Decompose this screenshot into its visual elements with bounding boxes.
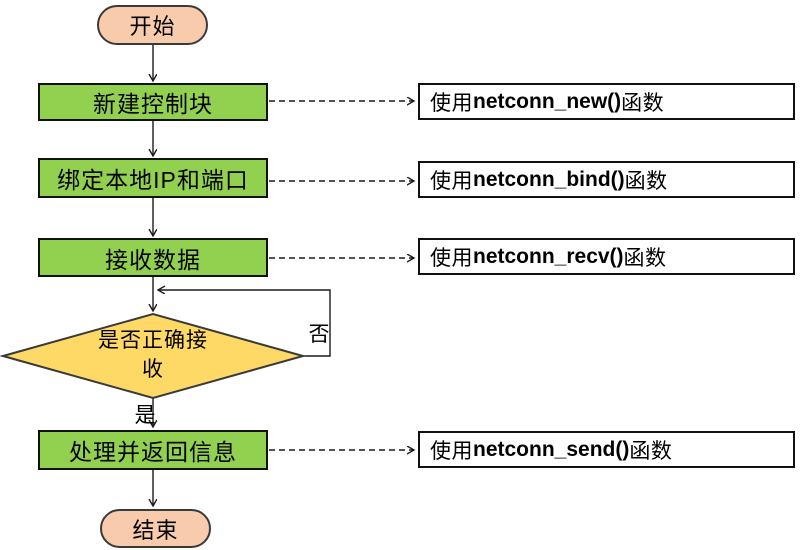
process-receive-data: 接收数据 [38, 238, 268, 277]
process-bind-ip-port: 绑定本地IP和端口 [38, 158, 268, 198]
start-node: 开始 [97, 5, 208, 45]
decision-node-label: 是否正确接收 [98, 329, 208, 381]
note-function-name: netconn_recv() [473, 244, 624, 268]
note-text-prefix: 使用 [430, 246, 473, 270]
decision-no-edge-label: 否 [308, 323, 330, 346]
note-text-prefix: 使用 [430, 439, 473, 463]
note-function-name: netconn_new() [473, 89, 622, 113]
process-handle-and-reply: 处理并返回信息 [38, 430, 268, 470]
end-node: 结束 [100, 509, 211, 548]
note-text-suffix: 函数 [621, 91, 665, 115]
note-function-name: netconn_send() [473, 437, 630, 461]
note-text-prefix: 使用 [430, 169, 473, 193]
decision-yes-edge-label: 是 [134, 404, 156, 427]
note-text-suffix: 函数 [623, 246, 667, 270]
process-create-control-block: 新建控制块 [38, 83, 268, 121]
note-text-suffix: 函数 [629, 439, 673, 463]
note-function-name: netconn_bind() [473, 167, 625, 191]
note-text-prefix: 使用 [430, 91, 473, 115]
note-text-suffix: 函数 [624, 169, 668, 193]
